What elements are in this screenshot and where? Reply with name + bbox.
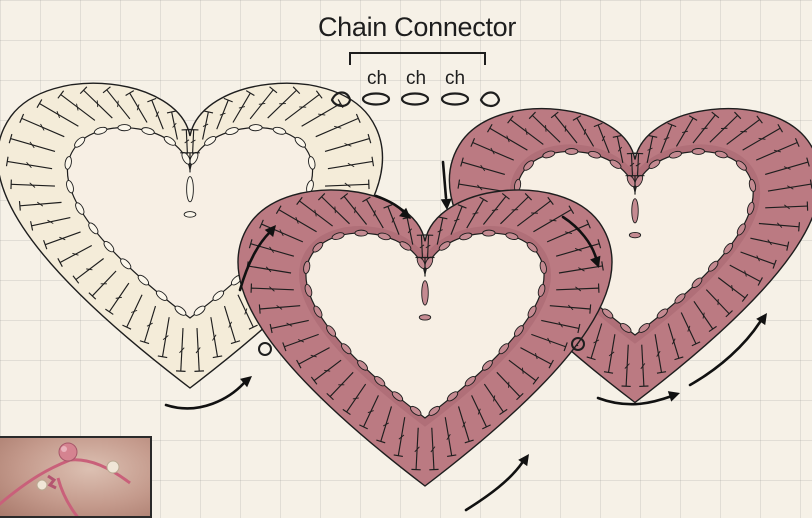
- chain-bracket: [350, 53, 485, 65]
- chain-stitch-3: [442, 94, 468, 105]
- arrow-icon: [166, 376, 252, 408]
- join-point-left: [259, 343, 271, 355]
- chain-label-2: ch: [406, 68, 426, 89]
- chain-label-1: ch: [367, 68, 387, 89]
- arrow-icon: [466, 454, 529, 510]
- bracelet-photo: [0, 436, 152, 518]
- heart-center: [238, 190, 612, 486]
- chain-stitch-2: [402, 94, 428, 105]
- bracelet-photo-icon: [0, 438, 152, 518]
- chain-label-3: ch: [445, 68, 465, 89]
- chain-stitch-1: [363, 94, 389, 105]
- diagram-title: Chain Connector: [318, 12, 516, 42]
- slip-stitch-right: [481, 93, 499, 107]
